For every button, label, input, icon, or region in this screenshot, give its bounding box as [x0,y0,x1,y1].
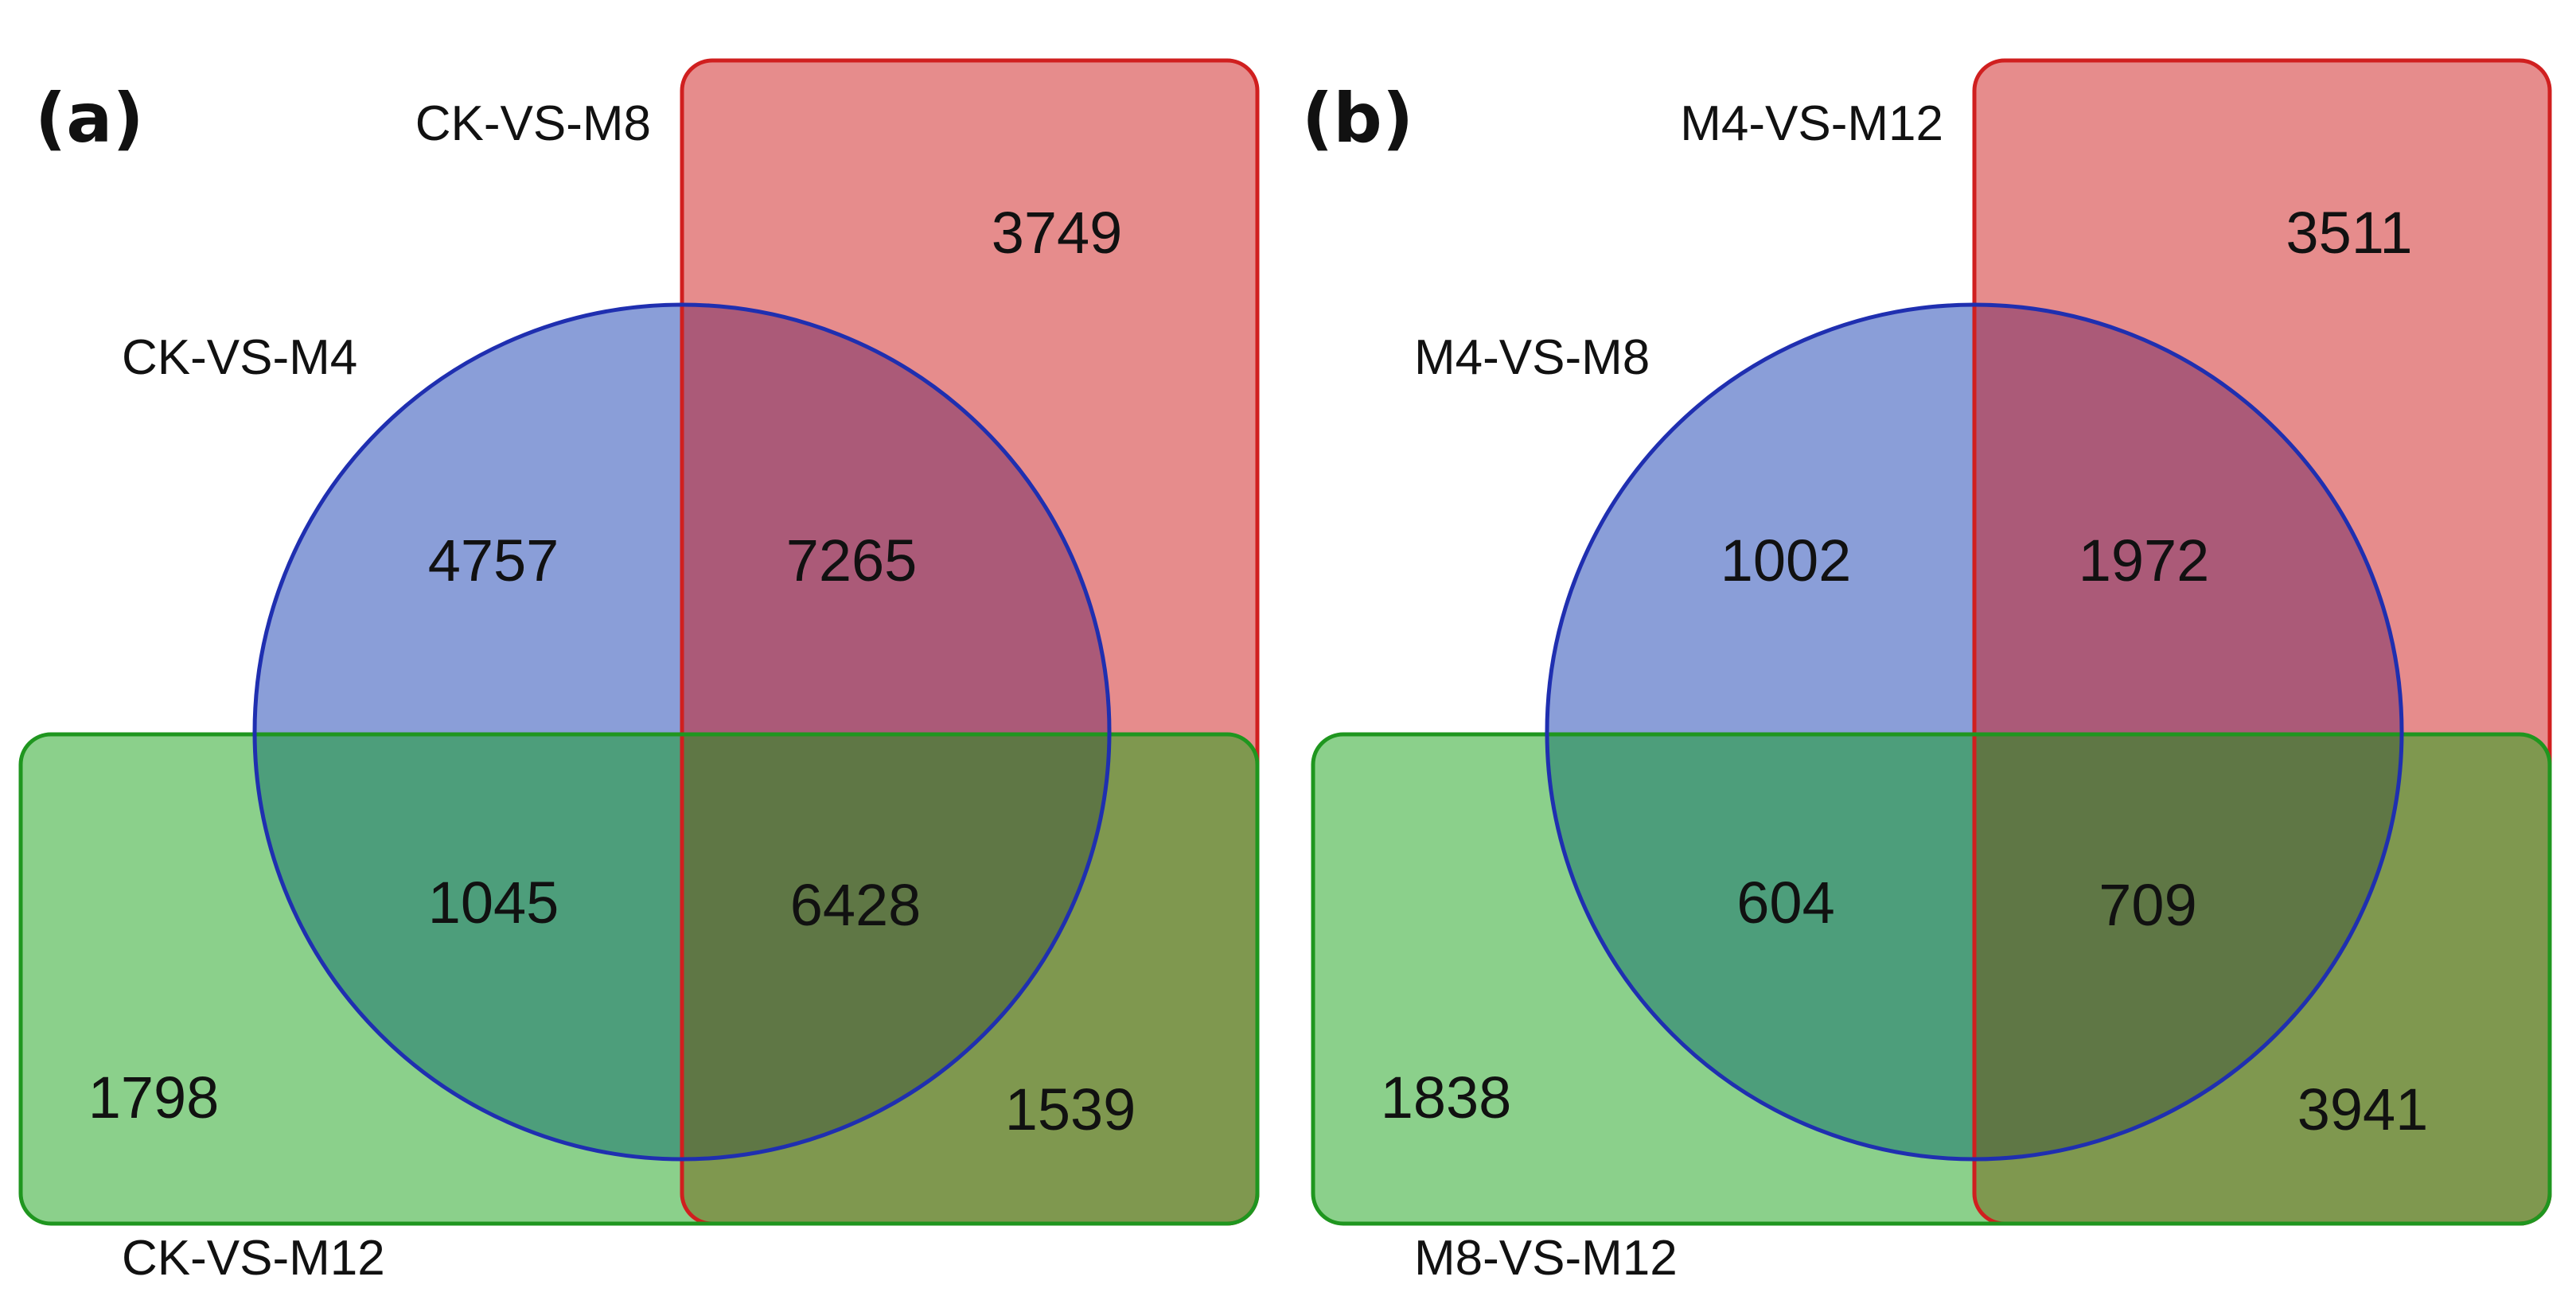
count-top-right-only: 3749 [992,200,1123,266]
count-top-right-bottom: 3941 [2297,1076,2429,1142]
panel-letter: (b) [1302,79,1413,158]
count-circle-only: 1002 [1721,527,1852,594]
count-circle-top-right: 7265 [786,527,918,594]
count-circle-top-right: 1972 [2079,527,2210,594]
set-outline-bottom [1311,732,2552,1226]
set-label-bottom: M8-VS-M12 [1414,1231,1678,1286]
count-circle-bottom: 1045 [428,870,559,936]
set-label-top-right: CK-VS-M8 [415,96,651,151]
set-outline-circle [252,302,1112,1162]
count-circle-bottom: 604 [1736,870,1834,936]
set-outline-bottom [18,732,1260,1226]
count-all-three: 709 [2099,872,2196,938]
count-top-right-bottom: 1539 [1005,1076,1136,1142]
venn-panel-b: (b) M4-VS-M12 M4-VS-M8 M8-VS-M12 3511 10… [1302,58,2552,1286]
count-bottom-only: 1838 [1381,1065,1512,1131]
panel-letter: (a) [35,79,144,158]
count-circle-only: 4757 [428,527,559,594]
overlap-all-three [1974,734,2402,1159]
count-bottom-only: 1798 [88,1065,220,1131]
overlap-all-three [682,734,1109,1159]
count-all-three: 6428 [790,872,922,938]
set-outline-circle [1545,302,2404,1162]
set-label-circle: CK-VS-M4 [122,330,357,385]
set-label-top-right: M4-VS-M12 [1680,96,1943,151]
count-top-right-only: 3511 [2286,200,2412,266]
set-label-circle: M4-VS-M8 [1414,330,1650,385]
set-label-bottom: CK-VS-M12 [122,1231,385,1286]
venn-panel-a: (a) CK-VS-M8 CK-VS-M4 CK-VS-M12 3749 475… [18,58,1260,1286]
